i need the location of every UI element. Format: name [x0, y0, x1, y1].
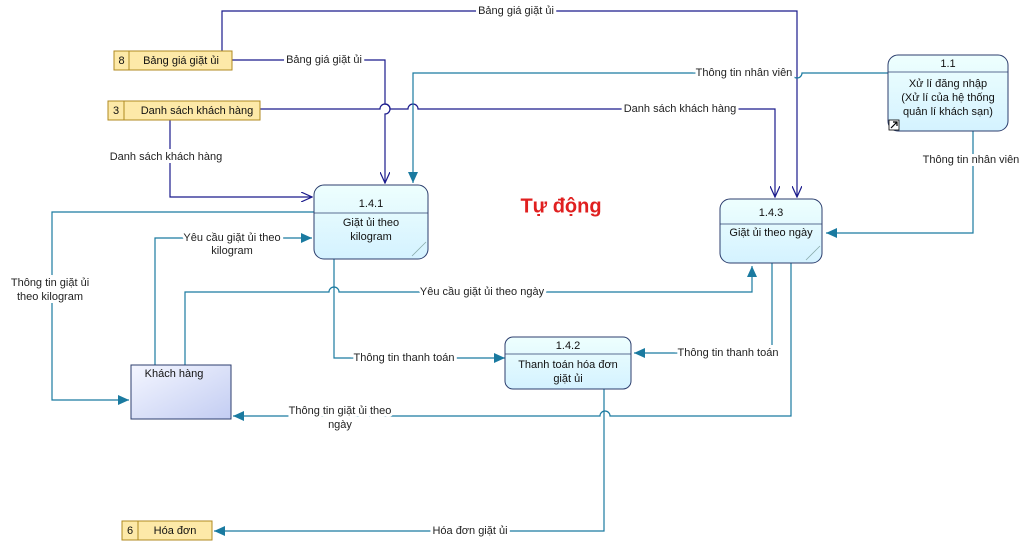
data-store-name: Danh sách khách hàng	[141, 105, 254, 117]
flow-line-nhan-vien-top	[408, 72, 888, 183]
flow-label-yeu-cau-kg-line1: Yêu cầu giặt ủi theo	[183, 232, 280, 244]
process-name-line: Giặt ủi theo ngày	[729, 227, 813, 239]
entity-khach-hang[interactable]: Khách hàng	[130, 364, 232, 420]
flow-line-nhan-vien-right	[826, 131, 974, 238]
flow-line-yeu-cau-ngay	[184, 266, 757, 365]
flow-label-nhan-vien-right: Thông tin nhân viên	[923, 154, 1020, 166]
flow-label-bang-gia-store: Bảng giá giặt ủi	[286, 54, 362, 66]
flow-label-thong-tin-kg-line2: theo kilogram	[17, 291, 83, 303]
flow-line-ds-khach-hang-left	[169, 117, 312, 197]
entity-name: Khách hàng	[145, 368, 204, 380]
data-store-danh-sach-khach-hang[interactable]: 3 Danh sách khách hàng	[107, 100, 261, 121]
diagram-title: Tự động	[520, 195, 601, 217]
process-id: 1.4.1	[359, 198, 383, 210]
shortcut-arrow-icon	[888, 119, 900, 131]
flow-line-bang-gia-top	[221, 10, 797, 197]
data-store-name: Bảng giá giặt ủi	[143, 55, 219, 67]
flow-label-yeu-cau-kg-line2: kilogram	[211, 245, 253, 257]
flow-label-thanh-toan-right: Thông tin thanh toán	[678, 347, 779, 359]
process-1-4-3[interactable]: 1.4.3 Giặt ủi theo ngày	[719, 198, 823, 264]
flow-label-hoa-don: Hóa đơn giặt ủi	[432, 525, 507, 537]
data-store-id: 3	[113, 105, 119, 117]
data-store-name: Hóa đơn	[154, 525, 197, 537]
process-name-line: (Xử lí của hệ thống	[901, 92, 995, 104]
flow-label-thanh-toan-left: Thông tin thanh toán	[354, 352, 455, 364]
process-name-line: Thanh toán hóa đơn	[518, 359, 618, 371]
flow-line-thanh-toan-left	[333, 259, 505, 363]
flow-label-bang-gia-top: Bảng giá giặt ủi	[478, 5, 554, 17]
process-name-line: Xử lí đăng nhập	[909, 78, 987, 90]
flow-label-thong-tin-ngay-line1: Thông tin giặt ủi theo	[289, 405, 392, 417]
flow-label-nhan-vien-top: Thông tin nhân viên	[696, 67, 793, 79]
process-id: 1.4.2	[556, 340, 580, 352]
process-name-line: kilogram	[350, 231, 392, 243]
data-store-hoa-don[interactable]: 6 Hóa đơn	[121, 520, 213, 541]
data-store-id: 8	[118, 55, 124, 67]
process-id: 1.1	[940, 58, 955, 70]
flow-line-bang-gia-store	[232, 59, 391, 183]
flow-label-yeu-cau-ngay: Yêu cầu giặt ủi theo ngày	[420, 286, 545, 298]
flow-label-thong-tin-ngay-line2: ngày	[328, 419, 352, 431]
flow-line-hoa-don	[214, 389, 605, 536]
flow-line-thanh-toan-right	[634, 263, 773, 358]
flow-label-ds-khach-hang-left: Danh sách khách hàng	[110, 151, 223, 163]
data-store-id: 6	[127, 525, 133, 537]
flow-line-thong-tin-ngay	[233, 263, 792, 421]
process-id: 1.4.3	[759, 207, 783, 219]
process-name-line: giặt ủi	[553, 373, 582, 385]
flow-label-thong-tin-kg-line1: Thông tin giặt ủi	[11, 277, 89, 289]
process-1-4-1[interactable]: 1.4.1 Giặt ủi theo kilogram	[313, 184, 429, 260]
process-1-1[interactable]: 1.1 Xử lí đăng nhập (Xử lí của hệ thống …	[887, 54, 1009, 132]
flow-line-thong-tin-kg	[51, 211, 314, 405]
flow-label-ds-khach-hang-right: Danh sách khách hàng	[624, 103, 737, 115]
data-store-bang-gia[interactable]: 8 Bảng giá giặt ủi	[113, 50, 233, 71]
process-name-line: quản lí khách sạn)	[903, 106, 993, 118]
flow-line-yeu-cau-kg	[154, 233, 312, 365]
process-name-line: Giặt ủi theo	[343, 217, 399, 229]
process-1-4-2[interactable]: 1.4.2 Thanh toán hóa đơn giặt ủi	[504, 336, 632, 390]
flow-line-ds-khach-hang-right	[260, 103, 775, 197]
